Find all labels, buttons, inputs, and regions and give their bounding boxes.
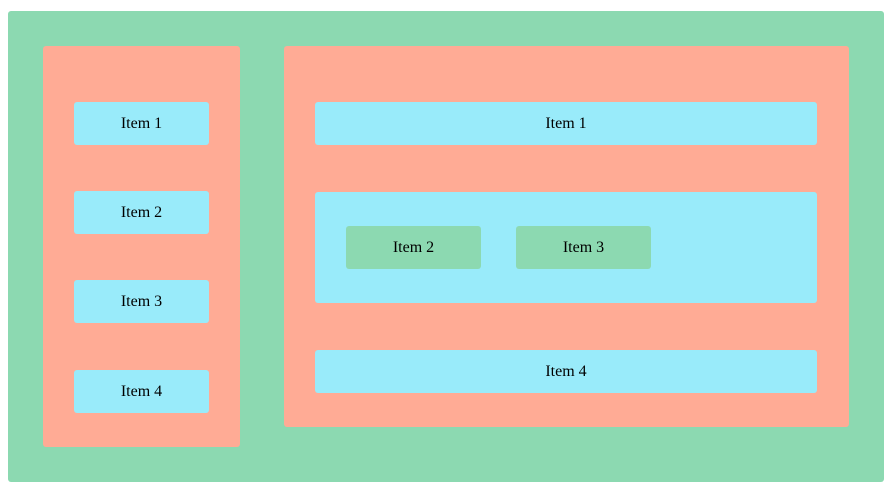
right-item-group: Item 2 Item 3 — [315, 192, 817, 303]
right-item-4: Item 4 — [315, 350, 817, 393]
outer-container: Item 1 Item 2 Item 3 Item 4 Item 1 Item … — [8, 11, 884, 482]
right-group-item-3: Item 3 — [516, 226, 651, 269]
left-item-2: Item 2 — [74, 191, 209, 234]
left-item-4: Item 4 — [74, 370, 209, 413]
right-item-1: Item 1 — [315, 102, 817, 145]
left-item-1: Item 1 — [74, 102, 209, 145]
left-item-3: Item 3 — [74, 280, 209, 323]
right-panel: Item 1 Item 2 Item 3 Item 4 — [284, 46, 849, 427]
right-group-item-2: Item 2 — [346, 226, 481, 269]
left-panel: Item 1 Item 2 Item 3 Item 4 — [43, 46, 240, 447]
